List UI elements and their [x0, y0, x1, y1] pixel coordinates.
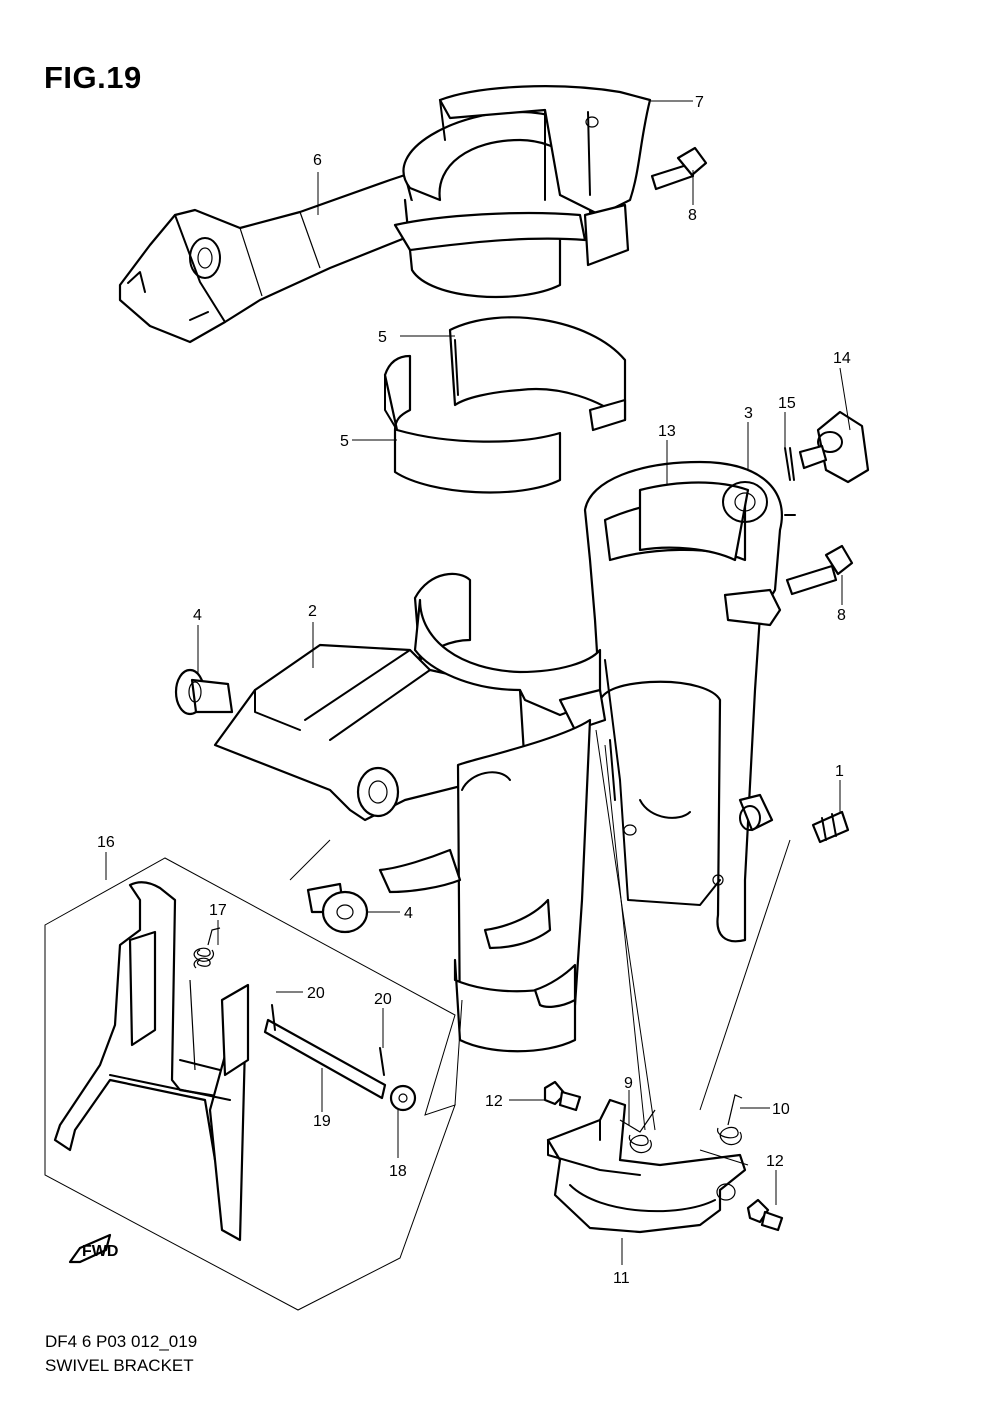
- part-4-bushing-lower: [306, 882, 369, 934]
- callout-15: 15: [778, 395, 796, 412]
- figure-name: SWIVEL BRACKET: [45, 1356, 194, 1375]
- callout-labels: 6 7 8 5 5 14 15 3 13 8 2 4 1 4 16 17 20 …: [97, 94, 851, 1287]
- callout-17: 17: [209, 902, 227, 919]
- callout-14: 14: [833, 350, 851, 367]
- callout-5-upper: 5: [378, 329, 387, 346]
- part-3-swivel-bracket: [583, 460, 796, 943]
- model-code: DF4 6 P03 012_019: [45, 1332, 198, 1351]
- callout-18: 18: [389, 1163, 407, 1180]
- callout-6: 6: [313, 152, 322, 169]
- callout-12-left: 12: [485, 1093, 503, 1110]
- part-10-spring: [717, 1094, 743, 1146]
- callout-3: 3: [744, 405, 753, 422]
- part-16-group-box: [44, 857, 456, 1311]
- callout-4-lower: 4: [404, 905, 413, 922]
- part-11-tilt-lever: [546, 1098, 747, 1234]
- callout-5-lower: 5: [340, 433, 349, 450]
- part-4-bushing-upper: [174, 668, 234, 716]
- callout-10: 10: [772, 1101, 790, 1118]
- part-12-bolt-right: [746, 1198, 784, 1232]
- callout-11: 11: [613, 1270, 630, 1287]
- callout-leaders: [105, 100, 851, 1265]
- callout-16: 16: [97, 834, 115, 851]
- callout-20-left: 20: [307, 985, 325, 1002]
- assembly-lines: [289, 729, 791, 1166]
- callout-2: 2: [308, 603, 317, 620]
- callout-13: 13: [658, 423, 676, 440]
- part-14-thumb-screw: [798, 410, 870, 484]
- part-2-stern-spacer: [213, 572, 607, 822]
- callout-8-lower: 8: [837, 607, 846, 624]
- callout-7: 7: [695, 94, 704, 111]
- fwd-arrow-icon: FWD: [68, 1233, 118, 1264]
- callout-20-right: 20: [374, 991, 392, 1008]
- part-5-bushings: [383, 316, 627, 494]
- callout-12-right: 12: [766, 1153, 784, 1170]
- figure-title: FIG.19: [44, 60, 142, 95]
- part-1-grease-nipple: [811, 810, 850, 844]
- part-6-upper-arm: [118, 85, 652, 344]
- part-8-bolt-upper: [650, 146, 708, 191]
- callout-4-upper: 4: [193, 607, 202, 624]
- part-9-spring: [619, 1109, 656, 1154]
- fwd-label: FWD: [82, 1243, 118, 1260]
- callout-8-upper: 8: [688, 207, 697, 224]
- part-8-bolt-lower: [785, 544, 854, 596]
- part-15-pin: [784, 447, 795, 481]
- callout-9: 9: [624, 1075, 633, 1092]
- part-12-bolt-left: [543, 1080, 582, 1112]
- callout-19: 19: [313, 1113, 331, 1130]
- center-tube: [378, 718, 592, 1053]
- callout-1: 1: [835, 763, 844, 780]
